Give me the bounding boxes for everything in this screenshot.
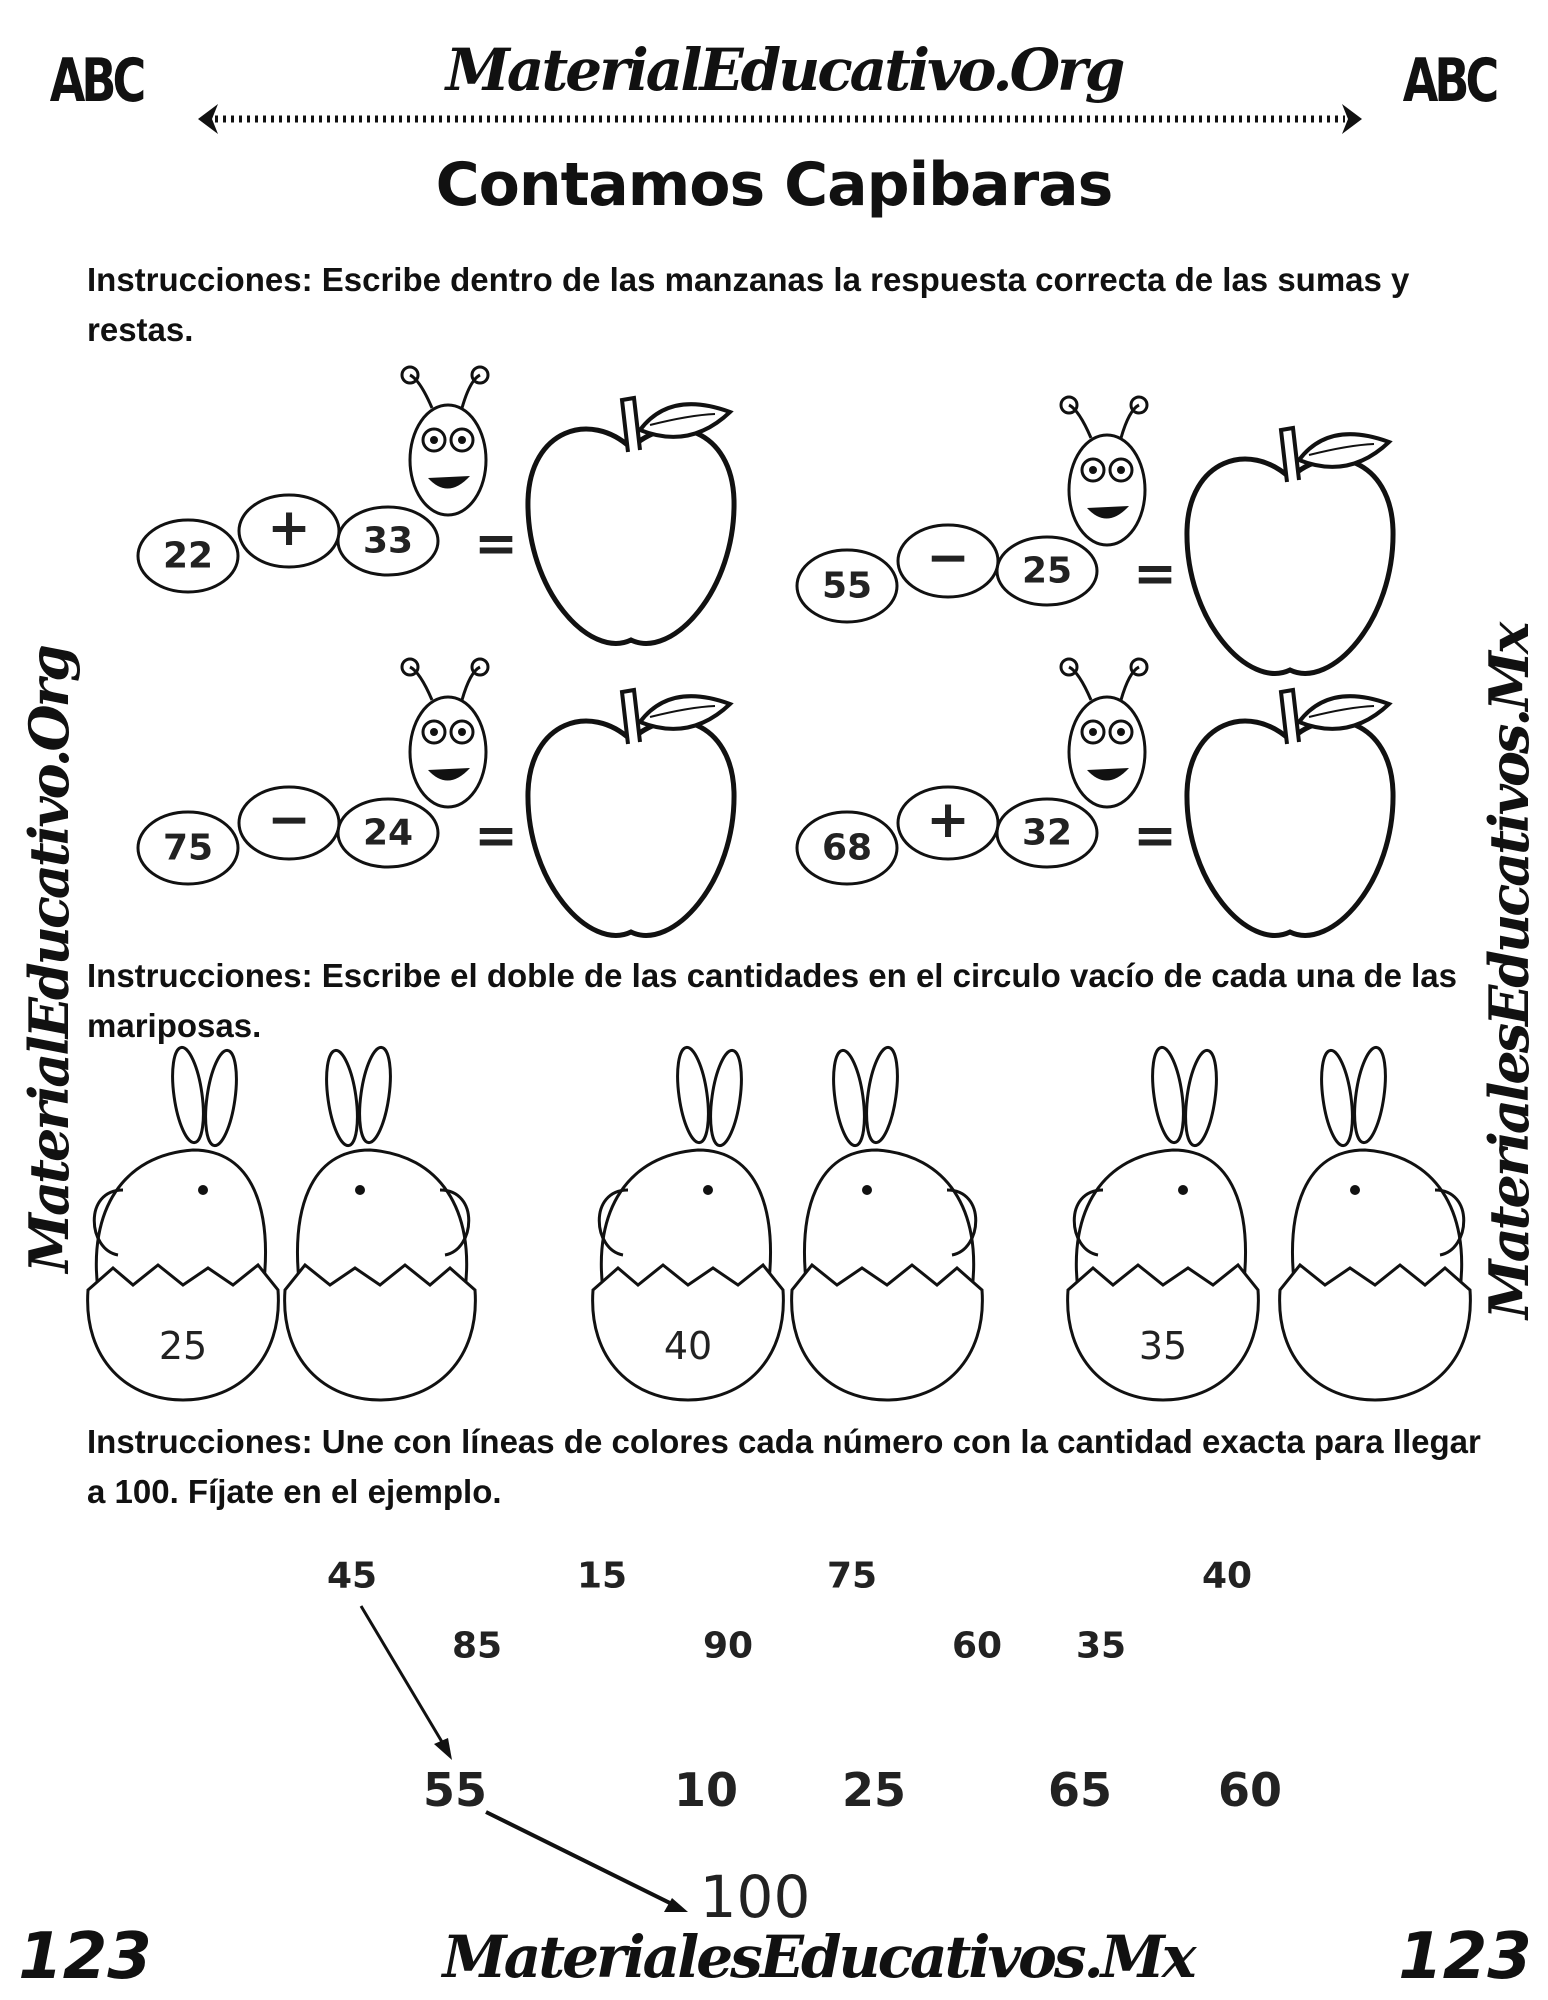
number-a: 68 (821, 827, 873, 869)
operator-sign: + (267, 498, 311, 558)
apple-answer-box (525, 426, 737, 646)
capybara-egg-empty (1278, 1045, 1472, 1402)
segment-op (896, 523, 1000, 599)
segment-op (237, 785, 341, 861)
caterpillar-head-icon (1067, 433, 1147, 547)
caterpillar-head-icon (408, 403, 488, 517)
match-number-bottom: 10 (673, 1763, 739, 1817)
match-number-top: 40 (1201, 1555, 1253, 1597)
arrow-right-icon (1342, 104, 1362, 134)
match-number-bottom: 60 (1217, 1763, 1283, 1817)
page-title: Contamos Capibaras (435, 150, 1114, 220)
match-number-top: 15 (576, 1555, 628, 1597)
match-number-bottom: 65 (1047, 1763, 1113, 1817)
badge-123-left: 123 (18, 1920, 152, 1994)
instructions-match-100: Instrucciones: Une con líneas de colores… (87, 1423, 1481, 1510)
instructions-sums: Instrucciones: Escribe dentro de las man… (87, 261, 1410, 348)
match-number-top: 75 (826, 1555, 878, 1597)
caterpillar-head-icon (408, 695, 488, 809)
match-number-bottom: 55 (422, 1763, 488, 1817)
caterpillar-head-icon (1067, 695, 1147, 809)
apple-answer-box (1184, 456, 1396, 676)
footer-site-name: MaterialesEducativos.Mx (442, 1923, 1197, 1991)
equals-sign: = (474, 806, 518, 866)
match-number-bottom: 25 (841, 1763, 907, 1817)
segment-a (136, 518, 240, 594)
badge-123-right: 123 (1398, 1920, 1532, 1994)
arrowhead-icon (664, 1898, 688, 1912)
match-number-middle: 60 (951, 1625, 1003, 1667)
number-b: 33 (362, 520, 414, 562)
number-a: 75 (162, 827, 214, 869)
match-number-middle: 35 (1075, 1625, 1127, 1667)
apple-answer-box (1184, 718, 1396, 938)
segment-a (136, 810, 240, 886)
header-site-name: MaterialEducativo.Org (445, 36, 1126, 104)
match-number-top: 45 (326, 1555, 378, 1597)
arrowhead-icon (434, 1738, 452, 1760)
abc-logo-left: ABC (49, 44, 146, 116)
instructions-double: Instrucciones: Escribe el doble de las c… (87, 957, 1458, 1044)
equals-sign: = (1133, 544, 1177, 604)
egg-number: 35 (1138, 1324, 1188, 1368)
capybara-egg-empty (283, 1045, 477, 1402)
segment-a (795, 548, 899, 624)
capybara-egg-given (1066, 1045, 1260, 1402)
capybara-egg-given (86, 1045, 280, 1402)
operator-sign: − (926, 528, 970, 588)
capybara-egg-empty (790, 1045, 984, 1402)
number-b: 32 (1021, 812, 1073, 854)
segment-a (795, 810, 899, 886)
example-arrow-line (359, 1605, 450, 1753)
caterpillar-problem (136, 657, 737, 938)
equals-sign: = (474, 514, 518, 574)
number-b: 25 (1021, 550, 1073, 592)
equals-sign: = (1133, 806, 1177, 866)
number-b: 24 (362, 812, 414, 854)
side-watermark-left: MaterialEducativo.Org (17, 647, 81, 1273)
operator-sign: − (267, 790, 311, 850)
segment-op (237, 493, 341, 569)
caterpillar-problem (136, 365, 737, 646)
number-a: 22 (162, 535, 214, 577)
caterpillar-problem (795, 395, 1396, 676)
capybara-egg-given (591, 1045, 785, 1402)
caterpillar-problem (795, 657, 1396, 938)
segment-op (896, 785, 1000, 861)
arrow-left-icon (198, 104, 218, 134)
number-a: 55 (821, 565, 873, 607)
match-number-middle: 85 (451, 1625, 503, 1667)
example-arrow-line (485, 1810, 681, 1910)
egg-number: 25 (158, 1324, 208, 1368)
operator-sign: + (926, 790, 970, 850)
match-number-middle: 90 (702, 1625, 754, 1667)
abc-logo-right: ABC (1402, 44, 1499, 116)
target-100: 100 (699, 1863, 811, 1931)
egg-number: 40 (663, 1324, 713, 1368)
apple-answer-box (525, 718, 737, 938)
